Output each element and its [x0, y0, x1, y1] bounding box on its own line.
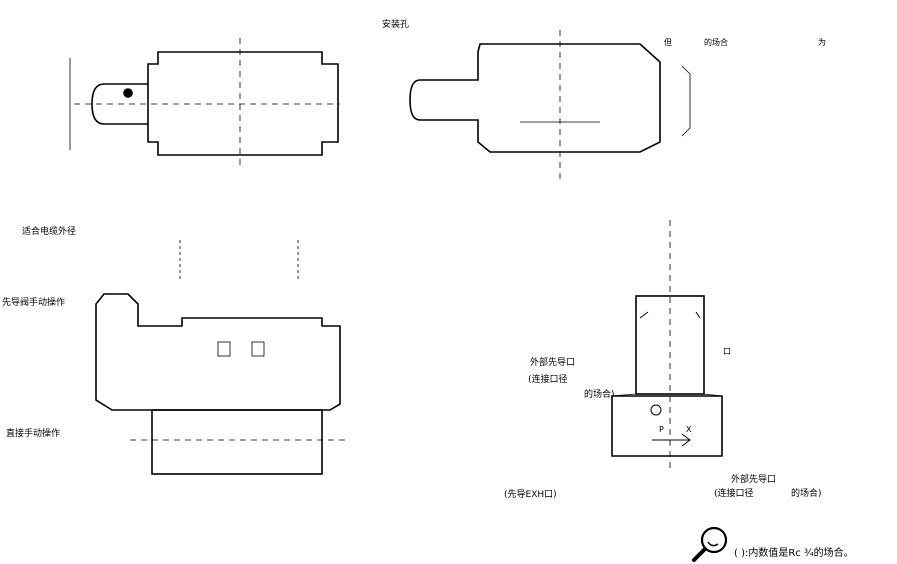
pilot-manual-label: 先导阀手动操作 [2, 298, 66, 308]
as-suffix-label: 为 [818, 38, 826, 47]
cable-od-label: 适合电缆外径 [22, 227, 77, 237]
mount-hole-label: 安装孔 [382, 20, 410, 30]
bottom-right-view [611, 220, 723, 470]
external-pilot-port-1-note-b: 的场合) [584, 390, 615, 400]
external-pilot-port-2-note: (连接口径 [714, 489, 754, 499]
external-pilot-port-2-note-b: 的场合) [791, 489, 822, 499]
port-p-label: P [659, 425, 664, 434]
top-left-view [69, 38, 340, 168]
square-mark-label: 口 [723, 347, 731, 356]
bottom-left-view [95, 240, 350, 475]
magnifier-icon [692, 526, 728, 562]
external-pilot-port-1-note-a: (连接口径 [528, 375, 568, 385]
external-pilot-port-2-label: 外部先导口 [731, 475, 777, 485]
port-x-label: X [686, 425, 692, 434]
footnote-text: ( ):内数值是Rc ¾的场合。 [734, 548, 854, 559]
footnote: ( ):内数值是Rc ¾的场合。 [688, 526, 897, 562]
top-right-view [409, 30, 691, 180]
but-prefix-label: 但 [664, 38, 672, 47]
but-case-label: 的场合 [704, 38, 728, 47]
external-pilot-port-1-label: 外部先导口 [530, 358, 576, 368]
pilot-exh-label: (先导EXH口) [504, 490, 557, 500]
direct-manual-label: 直接手动操作 [6, 429, 61, 439]
